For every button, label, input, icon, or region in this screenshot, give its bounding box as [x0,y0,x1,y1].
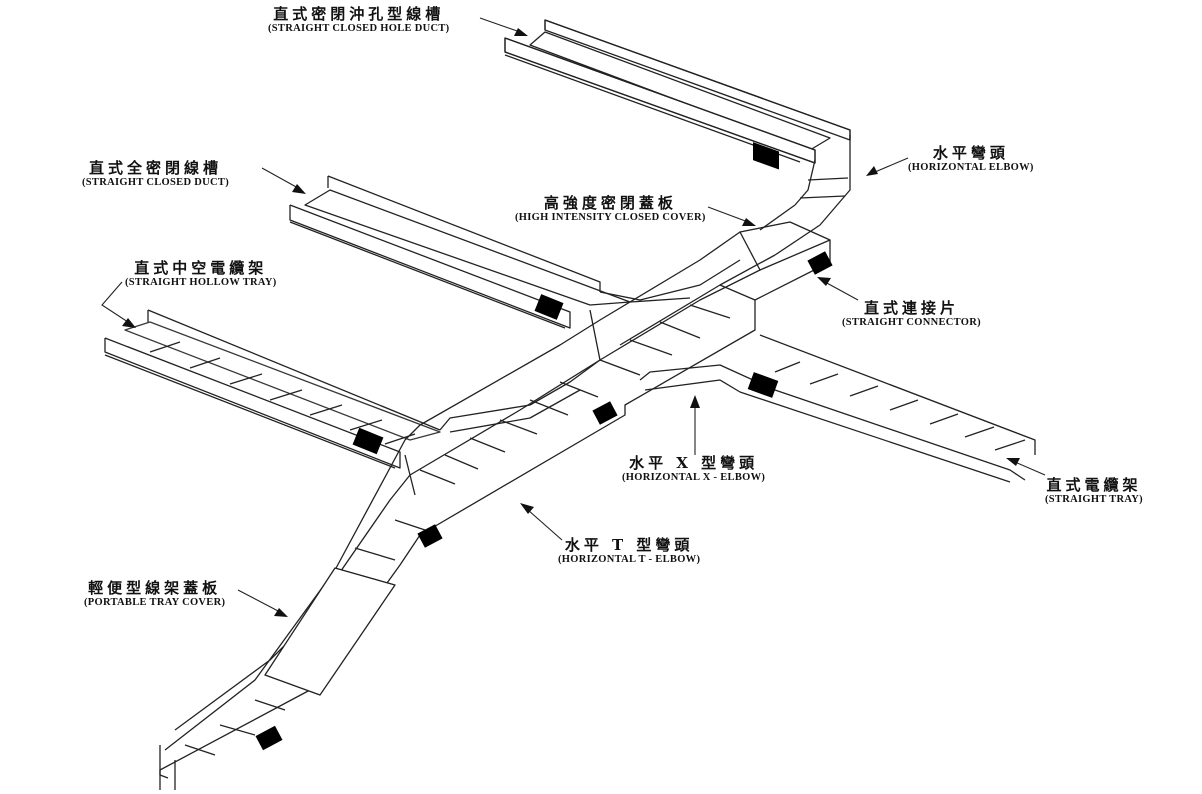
label-zh: 輕便型線架蓋板 [88,579,222,597]
label-straight-connector: 直式連接片 (STRAIGHT CONNECTOR) [842,299,981,329]
label-straight-closed-hole-duct: 直式密閉沖孔型線槽 (STRAIGHT CLOSED HOLE DUCT) [268,5,450,35]
label-zh: 水平 T 型彎頭 [564,536,694,554]
label-en: (HORIZONTAL T - ELBOW) [558,554,701,566]
label-en: (HORIZONTAL X - ELBOW) [622,472,766,484]
leader-arrows [101,17,1046,617]
label-horizontal-elbow: 水平彎頭 (HORIZONTAL ELBOW) [908,144,1034,174]
label-straight-tray: 直式電纜架 (STRAIGHT TRAY) [1045,476,1143,506]
label-en: (STRAIGHT TRAY) [1045,494,1143,506]
label-zh: 水平彎頭 [932,144,1009,162]
label-en: (STRAIGHT CONNECTOR) [842,317,981,329]
label-zh: 直式中空電纜架 [134,259,268,277]
label-zh: 直式全密閉線槽 [89,159,223,177]
label-en: (HIGH INTENSITY CLOSED COVER) [515,212,706,224]
straight-closed-hole-duct-shape [504,19,851,256]
label-zh: 水平 X 型彎頭 [629,454,759,472]
main-run-shape [159,231,833,790]
label-portable-tray-cover: 輕便型線架蓋板 (PORTABLE TRAY COVER) [84,579,226,609]
straight-hollow-tray-shape [104,309,601,496]
straight-closed-duct-shape [289,175,741,361]
label-zh: 直式電纜架 [1046,476,1142,494]
label-zh: 直式連接片 [863,299,959,317]
label-horizontal-t-elbow: 水平 T 型彎頭 (HORIZONTAL T - ELBOW) [558,536,701,566]
label-zh: 直式密閉沖孔型線槽 [273,5,445,23]
label-straight-closed-duct: 直式全密閉線槽 (STRAIGHT CLOSED DUCT) [82,159,230,189]
label-en: (HORIZONTAL ELBOW) [908,162,1034,174]
label-en: (STRAIGHT HOLLOW TRAY) [125,277,277,289]
label-en: (STRAIGHT CLOSED DUCT) [82,177,230,189]
label-horizontal-x-elbow: 水平 X 型彎頭 (HORIZONTAL X - ELBOW) [622,454,766,484]
label-straight-hollow-tray: 直式中空電纜架 (STRAIGHT HOLLOW TRAY) [125,259,277,289]
label-en: (STRAIGHT CLOSED HOLE DUCT) [268,23,450,35]
straight-tray-shape [639,334,1036,483]
label-en: (PORTABLE TRAY COVER) [84,597,226,609]
label-high-intensity-closed-cover: 高強度密閉蓋板 (HIGH INTENSITY CLOSED COVER) [515,194,706,224]
label-zh: 高強度密閉蓋板 [543,194,677,212]
